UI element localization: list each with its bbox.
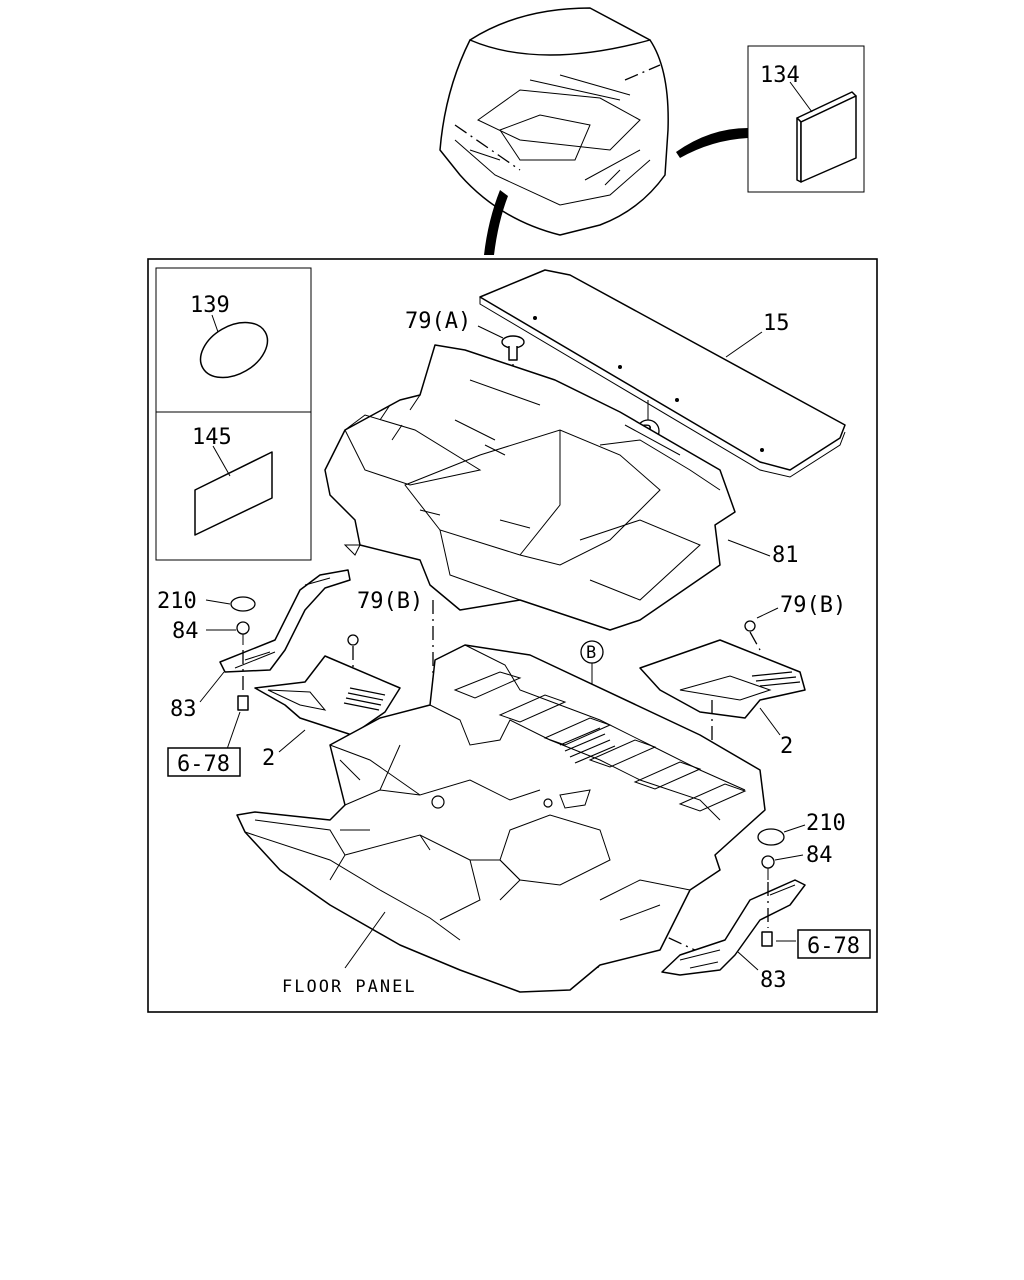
left-mat-group: 79(B) 2 [254,589,423,771]
main-frame [147,258,878,1013]
left-sill-group: 210 84 83 6-78 [157,569,351,777]
part-134-box: 134 [747,45,865,193]
right-sill-group: 210 84 6-78 83 [661,811,871,993]
label-81: 81 [772,543,799,568]
cab-overview [439,7,748,255]
ref-6-78-right: 6-78 [807,934,860,959]
inset-box-139-145: 139 145 [155,267,312,561]
label-139: 139 [190,293,230,318]
part-81-carpet: 81 [324,344,799,631]
label-79a: 79(A) [405,309,471,334]
label-134: 134 [760,63,800,88]
label-79b-left: 79(B) [357,589,423,614]
floor-panel: FLOOR PANEL [236,644,766,997]
label-84-right: 84 [806,843,833,868]
fastener-79a: 79(A) [405,309,556,468]
label-145: 145 [192,425,232,450]
label-79b-right: 79(B) [780,593,846,618]
label-2-left: 2 [262,746,275,771]
label-83-right: 83 [760,968,787,993]
right-mat-group: 79(B) 2 [639,593,846,759]
label-2-right: 2 [780,734,793,759]
label-84-left: 84 [172,619,199,644]
label-circle-b-mid: B [586,643,596,663]
label-83-left: 83 [170,697,197,722]
label-15: 15 [763,311,790,336]
label-210-left: 210 [157,589,197,614]
part-15-rear-board: 15 [479,269,846,478]
label-210-right: 210 [806,811,846,836]
ref-6-78-left: 6-78 [177,752,230,777]
label-floor-panel: FLOOR PANEL [282,977,417,997]
